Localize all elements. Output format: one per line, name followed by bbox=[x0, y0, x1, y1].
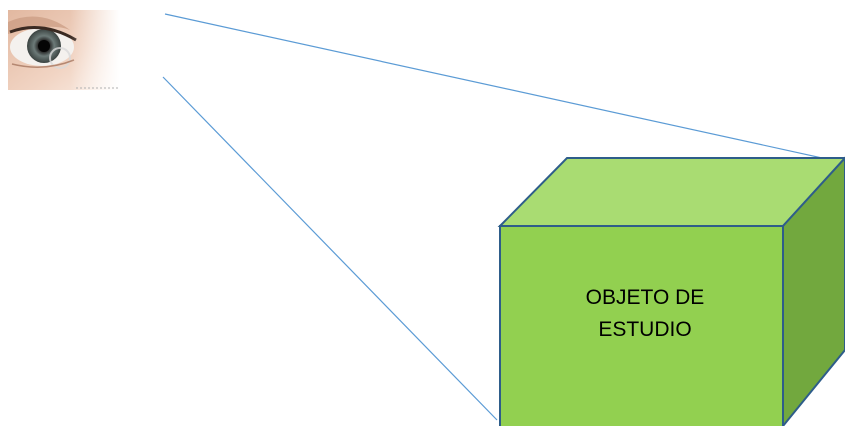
eye-pupil bbox=[38, 40, 50, 52]
eye-icon bbox=[8, 10, 120, 90]
object-cube bbox=[497, 156, 845, 426]
sight-line-upper bbox=[164, 13, 845, 164]
cube-label-line2: ESTUDIO bbox=[598, 318, 692, 341]
cube-label: OBJETO DE ESTUDIO bbox=[540, 282, 750, 346]
cube-label-line1: OBJETO DE bbox=[585, 286, 705, 309]
eye-lashes bbox=[9, 26, 77, 42]
eye-lower-lid bbox=[11, 59, 75, 68]
sight-line-lower bbox=[162, 76, 498, 421]
cube-front-face bbox=[499, 225, 784, 426]
eye-fade bbox=[70, 10, 120, 90]
